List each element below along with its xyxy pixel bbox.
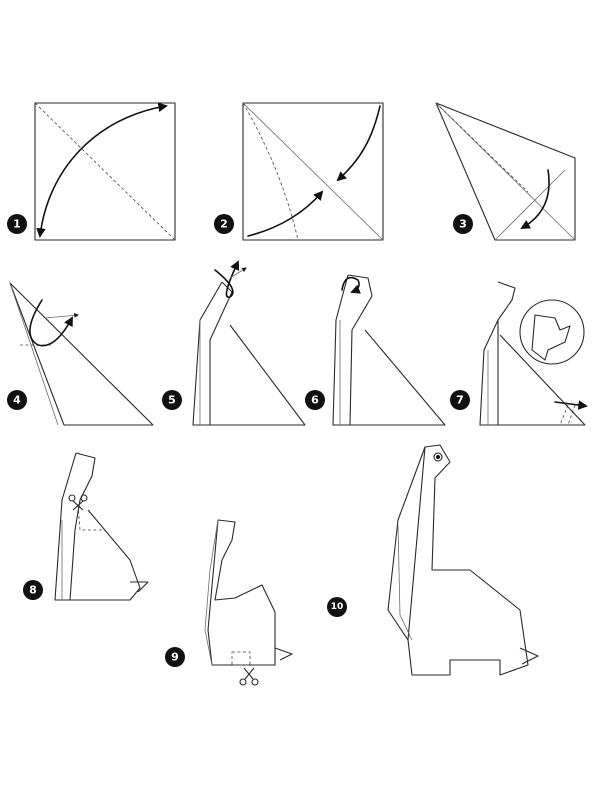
- step-number: 1: [13, 218, 21, 231]
- paper-shape: [192, 281, 223, 426]
- step-10: 10: [327, 444, 539, 676]
- fold-arrow-icon: [336, 105, 381, 182]
- fold-line: [559, 404, 576, 426]
- paper-shape: [332, 274, 350, 426]
- step-number: 2: [220, 218, 228, 231]
- step-badge: [165, 647, 185, 667]
- tail-tip: [130, 581, 149, 593]
- scissors-icon: [239, 667, 259, 686]
- step-number: 3: [459, 218, 467, 231]
- paper-shape: [209, 281, 306, 426]
- crease-line: [435, 102, 576, 241]
- fold-arrow-icon: [36, 102, 168, 238]
- dinosaur-body: [407, 444, 529, 676]
- step-badge: [327, 597, 347, 617]
- crease-line: [397, 524, 413, 641]
- fold-arrow-icon: [341, 276, 361, 294]
- step-2: 2: [214, 102, 384, 241]
- step-badge: [305, 390, 325, 410]
- cut-line: [231, 651, 251, 666]
- fold-arrow-icon: [247, 190, 324, 237]
- step-number: 4: [13, 394, 21, 407]
- step-number: 6: [311, 394, 319, 407]
- fold-line: [435, 102, 529, 193]
- paper-shape: [479, 319, 499, 426]
- step-number: 9: [171, 651, 179, 664]
- step-1: 1: [7, 102, 176, 241]
- fold-arrow-icon: [214, 260, 240, 298]
- crease-line: [9, 282, 59, 426]
- paper-shape: [207, 519, 276, 666]
- step-badge: [453, 214, 473, 234]
- fold-arrow-icon: [44, 312, 79, 319]
- detail-zoom: [519, 299, 585, 365]
- step-badge: [162, 390, 182, 410]
- paper-square: [242, 102, 384, 241]
- step-badge: [7, 214, 27, 234]
- step-7: 7: [450, 281, 588, 426]
- step-9: 9: [165, 519, 293, 686]
- crease-line: [494, 169, 566, 241]
- step-badge: [23, 580, 43, 600]
- fold-arrow-icon: [229, 267, 247, 279]
- fold-arrow-icon: [29, 299, 73, 347]
- crease-line: [242, 102, 384, 241]
- step-8: 8: [23, 452, 149, 601]
- step-5: 5: [162, 260, 306, 426]
- step-6: 6: [305, 274, 446, 426]
- fold-line: [242, 102, 299, 241]
- paper-shape: [54, 452, 77, 601]
- tail-tip: [274, 647, 293, 661]
- head-detail: [531, 314, 571, 361]
- paper-shape: [69, 452, 141, 601]
- step-number: 8: [29, 584, 37, 597]
- step-number: 5: [168, 394, 176, 407]
- fold-arrow-icon: [554, 400, 588, 410]
- paper-shape: [347, 274, 446, 426]
- step-badge: [7, 390, 27, 410]
- eye-icon: [433, 452, 443, 462]
- tail-tip: [519, 647, 539, 665]
- dinosaur-neck: [387, 446, 426, 641]
- step-4: 4: [7, 282, 154, 426]
- paper-shape: [9, 282, 154, 426]
- cut-line: [77, 504, 105, 531]
- step-3: 3: [435, 102, 576, 241]
- step-number: 7: [456, 394, 464, 407]
- step-number: 10: [331, 602, 344, 612]
- fold-line: [34, 102, 176, 241]
- crease-line: [204, 519, 219, 666]
- step-badge: [450, 390, 470, 410]
- fold-arrow-icon: [520, 169, 550, 229]
- step-badge: [214, 214, 234, 234]
- scissors-icon: [68, 494, 88, 511]
